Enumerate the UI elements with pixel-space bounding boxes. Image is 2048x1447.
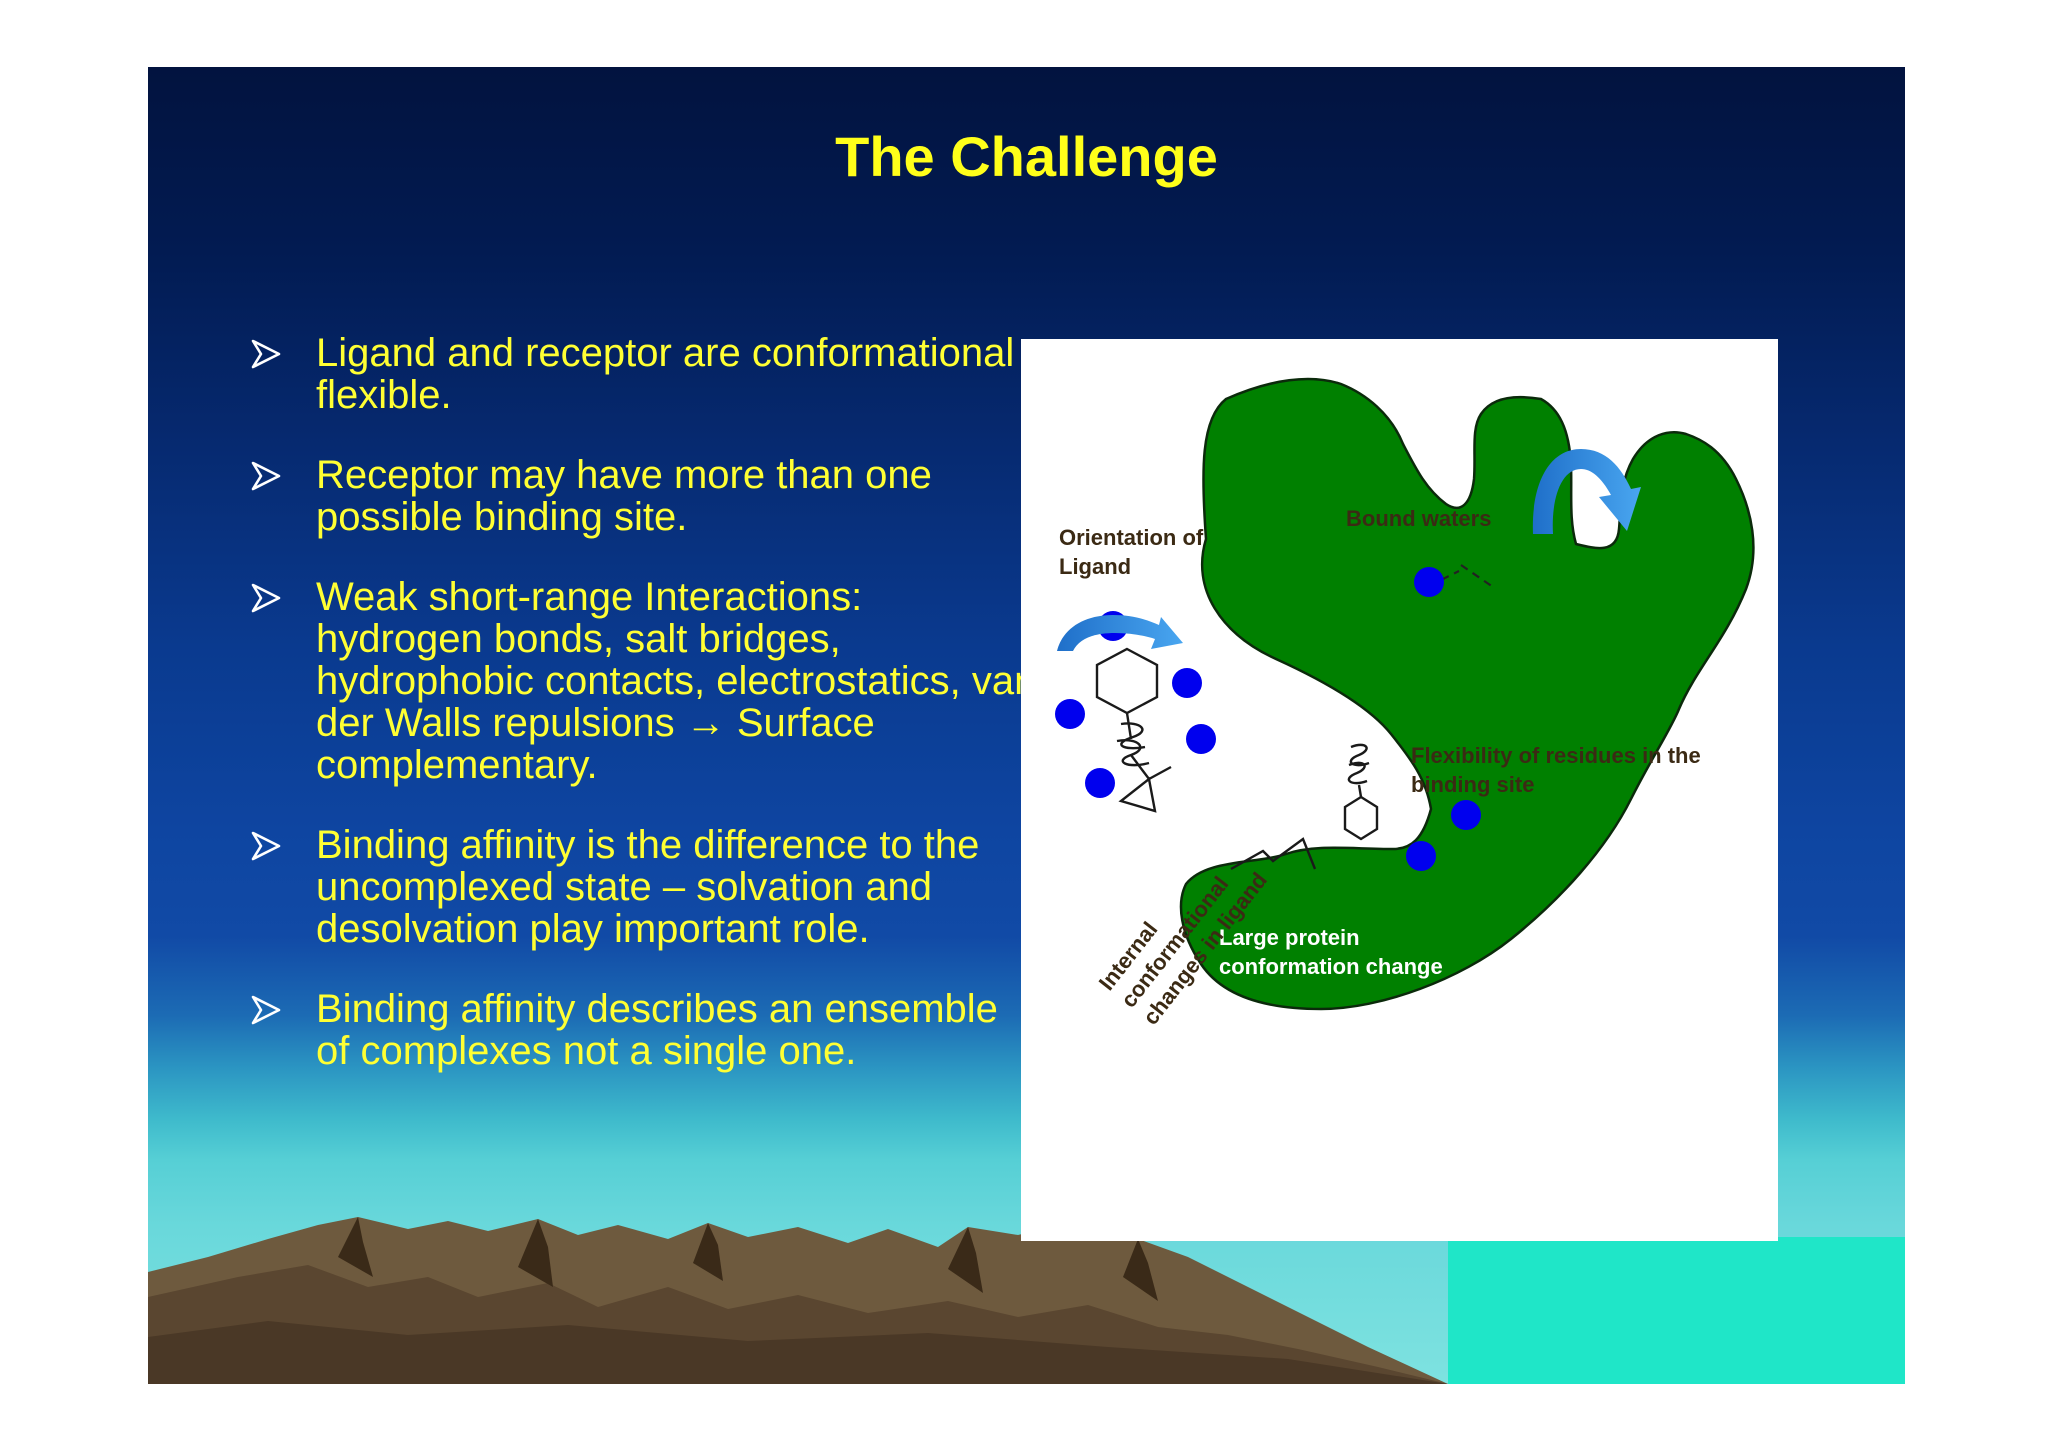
binding-diagram-graphics [1055, 377, 1755, 1011]
slide: The Challenge Ligand and receptor are co… [148, 67, 1905, 1384]
arrowhead-bullet-icon [251, 831, 281, 861]
bullet-item: Receptor may have more than one possible… [250, 454, 1040, 538]
arrowhead-bullet-icon [251, 583, 281, 613]
label-flexibility: Flexibility of residues in the binding s… [1411, 743, 1701, 797]
protein-shape [1179, 377, 1755, 1011]
arrowhead-bullet-icon [251, 461, 281, 491]
ligand-molecule [1095, 647, 1172, 813]
bullet-text: Binding affinity describes an ensemble o… [316, 987, 998, 1073]
bullet-list: Ligand and receptor are conformational f… [250, 332, 1040, 1110]
water-molecule [1055, 699, 1085, 729]
bullet-item: Binding affinity describes an ensemble o… [250, 988, 1040, 1072]
water-molecule [1085, 768, 1115, 798]
label-large-protein: Large protein conformation change [1219, 925, 1443, 979]
bullet-item: Ligand and receptor are conformational f… [250, 332, 1040, 416]
water-molecule [1406, 841, 1436, 871]
water-molecule [1414, 567, 1444, 597]
label-bound-waters: Bound waters [1346, 506, 1492, 531]
bullet-text: Weak short-range Interactions: hydrogen … [316, 575, 1037, 787]
curved-arrow-icon [1532, 449, 1641, 534]
mountain-landscape [148, 1217, 1905, 1384]
curved-arrow-icon [1057, 615, 1183, 651]
bullet-item: Weak short-range Interactions: hydrogen … [250, 576, 1040, 786]
slide-title: The Challenge [835, 125, 1218, 188]
ligand-molecule [1230, 743, 1379, 871]
bullet-text: Receptor may have more than one possible… [316, 453, 932, 539]
bullet-text: Ligand and receptor are conformational f… [316, 331, 1015, 417]
bullet-item: Binding affinity is the difference to th… [250, 824, 1040, 950]
arrowhead-bullet-icon [251, 339, 281, 369]
water-molecule [1451, 800, 1481, 830]
binding-diagram: Orientation of Ligand Bound waters Flexi… [1021, 339, 1778, 1241]
bullet-text: Binding affinity is the difference to th… [316, 823, 980, 951]
water-molecule [1186, 724, 1216, 754]
arrowhead-bullet-icon [251, 995, 281, 1025]
label-orientation: Orientation of Ligand [1059, 525, 1204, 579]
water-molecule [1172, 668, 1202, 698]
